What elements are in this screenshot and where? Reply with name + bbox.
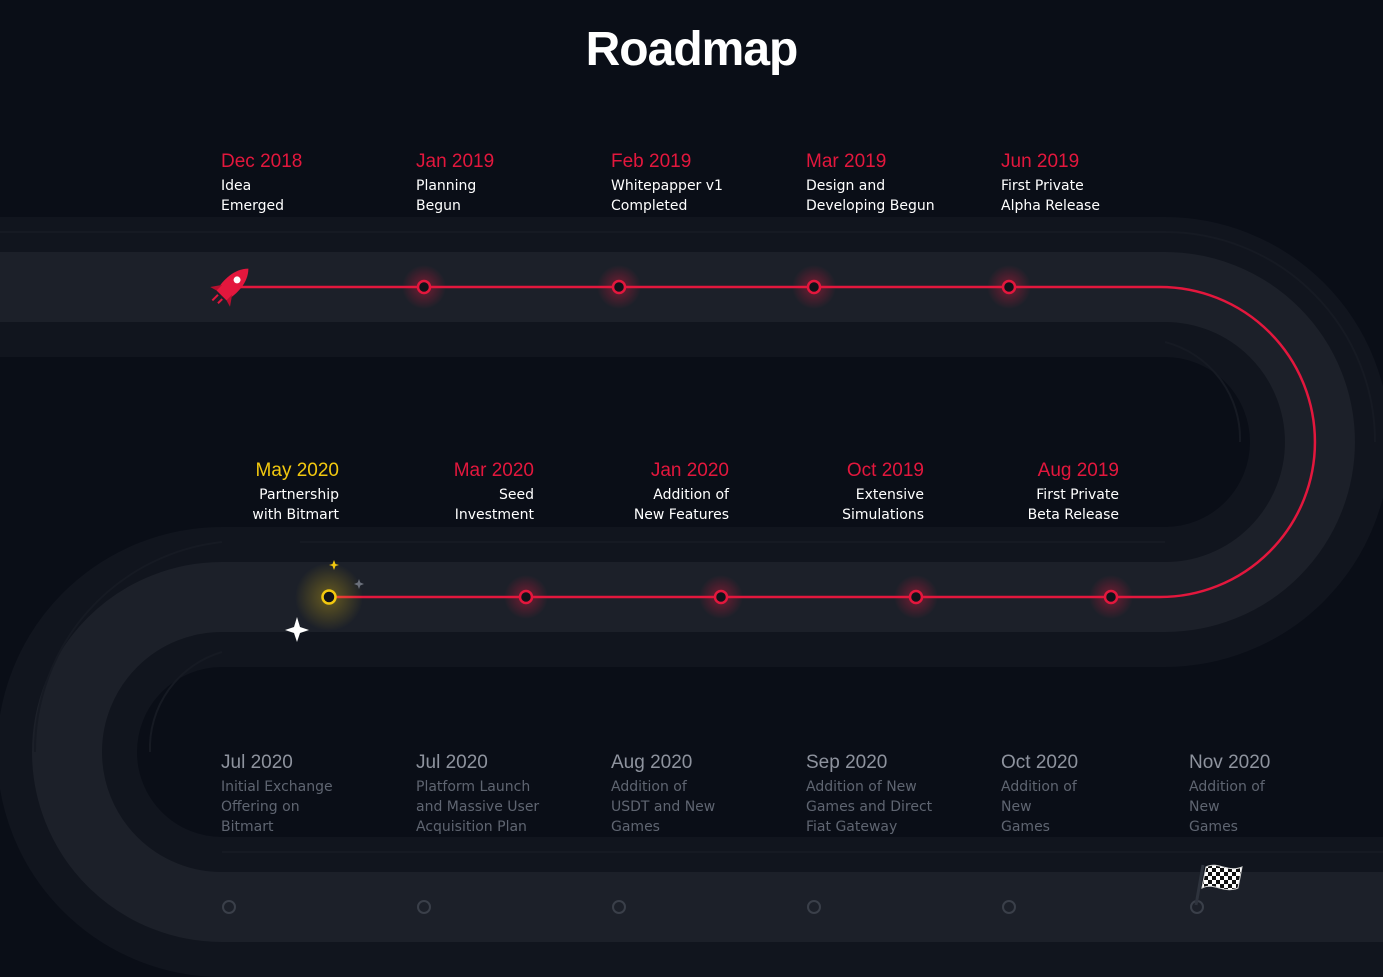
milestone-date: Aug 2019 (1037, 460, 1119, 481)
milestone-date: Mar 2020 (453, 460, 534, 481)
milestone-date: Oct 2020 (1001, 752, 1079, 773)
milestone-description: Seed Investment (454, 487, 534, 523)
milestone-description: Extensive Simulations (842, 487, 924, 523)
milestone-description: Addition of New Games (1001, 779, 1077, 835)
milestone-date: Jan 2019 (416, 151, 495, 172)
milestone-description: Idea Emerged (221, 178, 284, 214)
milestone-node (894, 575, 938, 619)
milestone-description: First Private Beta Release (1027, 487, 1119, 523)
sparkle-icon (285, 560, 364, 642)
milestone-description: Platform Launch and Massive User Acquisi… (416, 779, 540, 835)
milestone-description: Addition of New Games and Direct Fiat Ga… (806, 779, 933, 835)
milestone-description: Design and Developing Begun (806, 178, 935, 214)
milestone-date: Oct 2019 (846, 460, 924, 481)
milestone-date: Jul 2020 (221, 752, 293, 773)
milestone-date: Sep 2020 (806, 752, 888, 773)
milestone-date: Jun 2019 (1001, 151, 1080, 172)
milestone-date: Jan 2020 (650, 460, 729, 481)
milestone-node (504, 575, 548, 619)
milestone-description: Addition of New Features (633, 487, 729, 523)
milestone-node (417, 900, 431, 914)
milestone-date: Feb 2019 (611, 151, 692, 172)
milestone-description: Addition of USDT and New Games (611, 779, 716, 835)
milestone-date: Jul 2020 (416, 752, 488, 773)
milestone-description: Initial Exchange Offering on Bitmart (221, 779, 333, 835)
milestone-date: Aug 2020 (611, 752, 693, 773)
milestone-node (1002, 900, 1016, 914)
milestone-date: May 2020 (255, 460, 339, 481)
milestone-description: Partnership with Bitmart (252, 487, 339, 523)
milestone-node (792, 265, 836, 309)
milestone-node (987, 265, 1031, 309)
milestone-node (612, 900, 626, 914)
progress-line (235, 285, 1317, 599)
milestone-description: Addition of New Games (1189, 779, 1265, 835)
milestone-node (295, 563, 363, 631)
milestone-date: Nov 2020 (1189, 752, 1271, 773)
milestone-date: Dec 2018 (221, 151, 303, 172)
rocket-icon (210, 268, 249, 307)
milestone-node (699, 575, 743, 619)
milestone-node (597, 265, 641, 309)
milestone-description: Whitepapper v1 Completed (611, 178, 723, 214)
milestone-node (1089, 575, 1133, 619)
milestone-date: Mar 2019 (806, 151, 887, 172)
milestone-description: Planning Begun (416, 178, 477, 214)
milestone-description: First Private Alpha Release (1001, 178, 1100, 214)
milestone-node (807, 900, 821, 914)
checkered-flag-icon (1194, 864, 1243, 906)
page-title: Roadmap (585, 23, 799, 76)
milestone-node (222, 900, 236, 914)
milestone-node (402, 265, 446, 309)
